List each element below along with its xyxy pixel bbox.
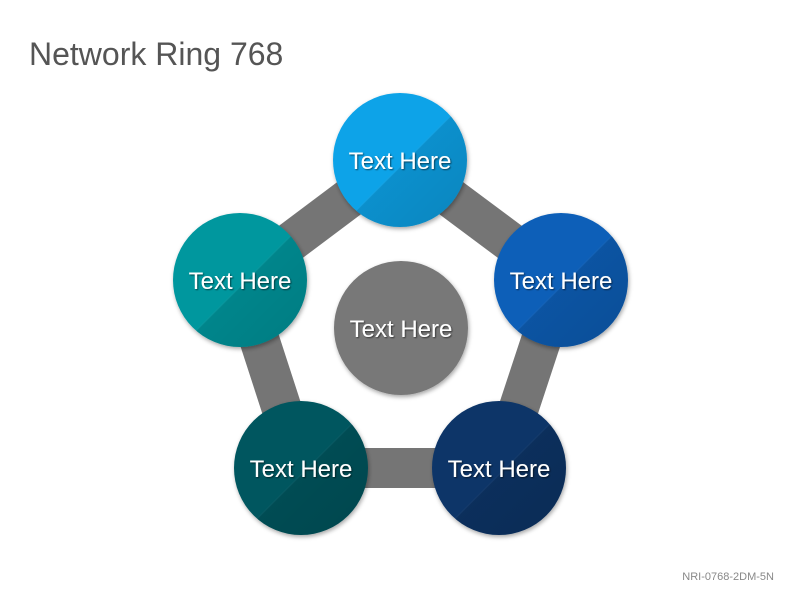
center-node-label: Text Here [350,316,453,343]
left-node-label: Text Here [189,268,292,295]
center-node-circle [334,261,468,395]
slide-title: Network Ring 768 [29,36,284,72]
center-node: Text Here [334,261,468,395]
right-node-label: Text Here [510,268,613,295]
bottom-left-node-label: Text Here [250,456,353,483]
bottom-left-node: Text Here [234,401,368,535]
left-node: Text Here [173,213,307,347]
footer-code: NRI-0768-2DM-5N [682,571,774,583]
left-node-sheen [173,213,307,347]
bottom-right-node-label: Text Here [448,456,551,483]
bottom-right-node-sheen [432,401,566,535]
top-node-label: Text Here [349,148,452,175]
right-node: Text Here [494,213,628,347]
bottom-left-node-sheen [234,401,368,535]
right-node-sheen [494,213,628,347]
top-node: Text Here [333,93,467,227]
top-node-sheen [333,93,467,227]
bottom-right-node: Text Here [432,401,566,535]
